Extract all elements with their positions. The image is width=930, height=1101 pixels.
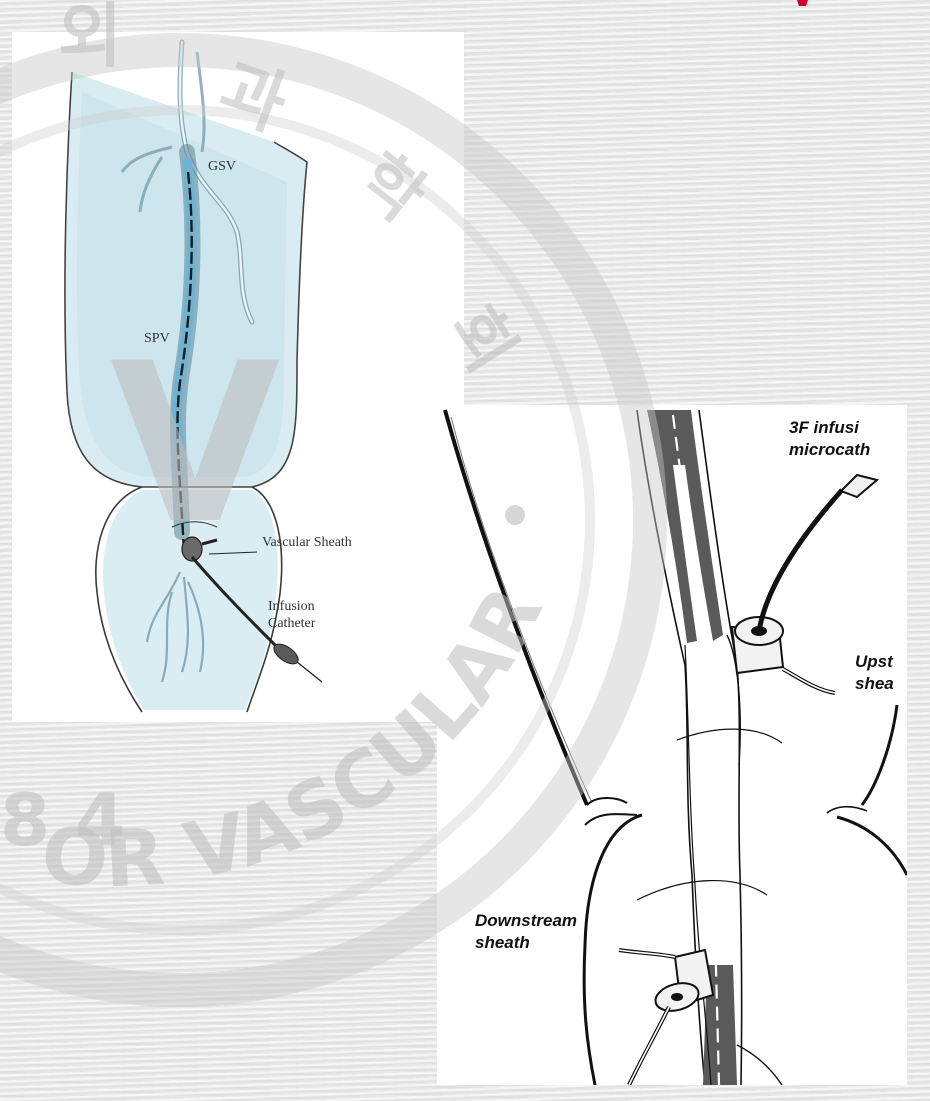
label-downstream-line1: Downstream bbox=[475, 910, 577, 931]
suture-upper bbox=[677, 729, 782, 743]
thigh-contour-left bbox=[445, 410, 587, 805]
label-upstream-line2: shea bbox=[855, 673, 894, 694]
catheter-tip-line bbox=[297, 662, 322, 682]
label-microcatheter-line2: microcath bbox=[789, 439, 870, 460]
calf-contour-right bbox=[837, 817, 907, 875]
label-spv: SPV bbox=[144, 330, 170, 347]
thigh-contour-right bbox=[862, 705, 897, 805]
label-downstream-line2: sheath bbox=[475, 932, 530, 953]
label-vascular-sheath: Vascular Sheath bbox=[262, 534, 352, 551]
label-microcatheter-line1: 3F infusi bbox=[789, 417, 859, 438]
sheath-closeup-illustration bbox=[437, 405, 907, 1085]
downstream-branch bbox=[737, 1045, 782, 1085]
label-upstream-line1: Upst bbox=[855, 651, 893, 672]
sheath-closeup-panel: 3F infusi microcath Upst shea Downstream… bbox=[437, 405, 907, 1085]
downstream-sideport-inner bbox=[619, 950, 675, 957]
microcatheter-hub bbox=[841, 475, 877, 497]
label-gsv: GSV bbox=[208, 158, 236, 175]
upstream-sideport bbox=[783, 669, 835, 693]
thrombus-upper bbox=[647, 410, 723, 643]
suture-lower bbox=[637, 881, 767, 900]
downstream-hub-port bbox=[671, 993, 683, 1001]
thigh-contour-inner bbox=[451, 417, 592, 803]
microcatheter-line bbox=[759, 490, 842, 631]
downstream-catheter-out-inner bbox=[629, 1007, 669, 1085]
leg-illustration-panel: GSV SPV Vascular Sheath Infusion Cathete… bbox=[12, 32, 464, 722]
label-infusion-catheter: Infusion Catheter bbox=[268, 598, 348, 632]
calf-fill bbox=[103, 490, 278, 710]
leg-illustration bbox=[12, 32, 464, 722]
knee-crease-right bbox=[827, 807, 867, 813]
